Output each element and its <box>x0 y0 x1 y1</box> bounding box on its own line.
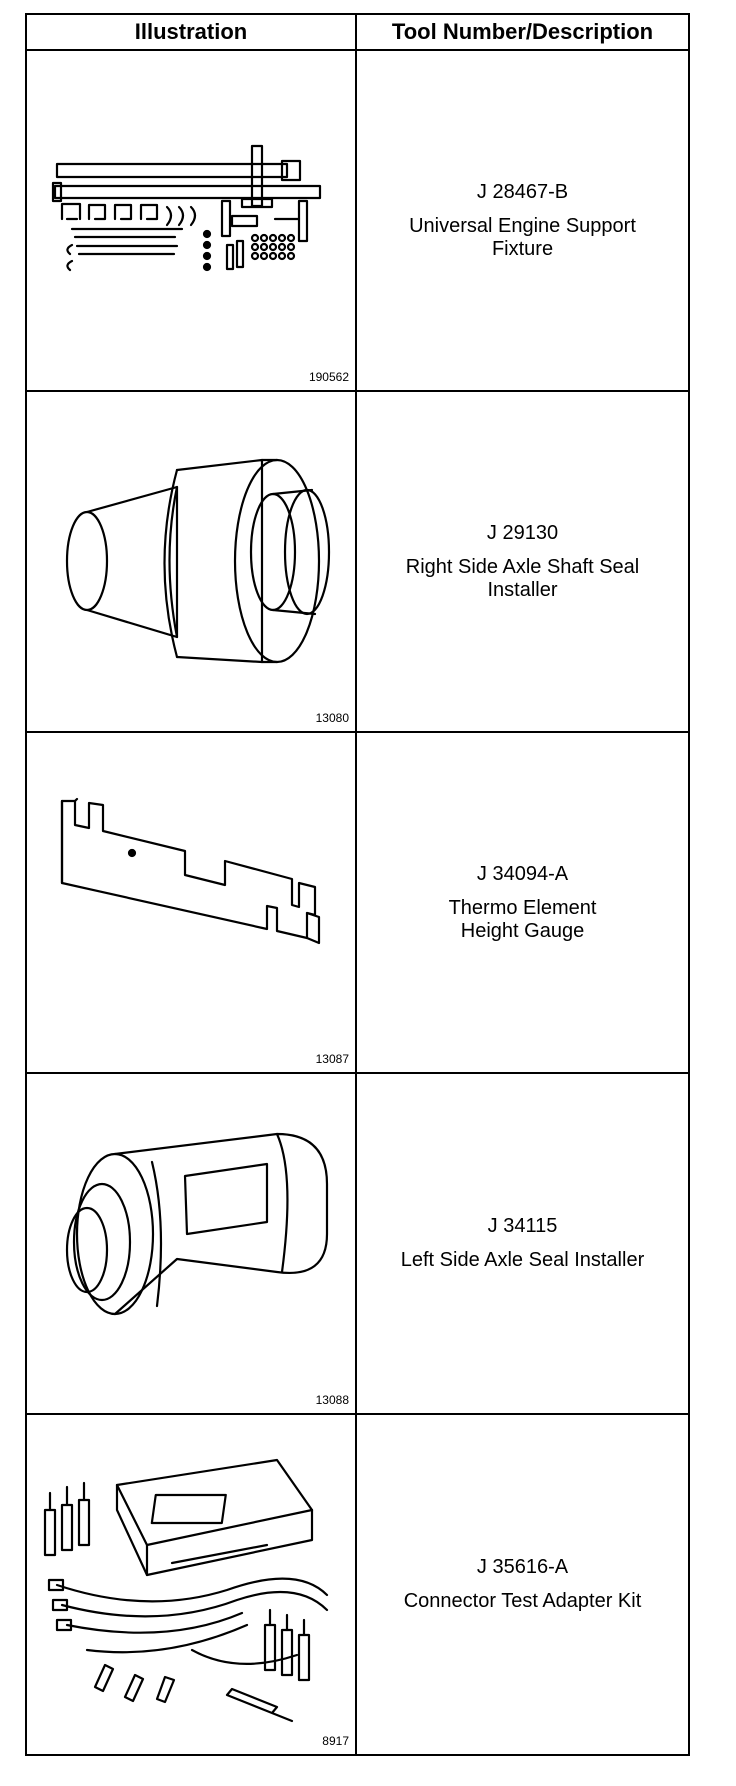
figure-number: 190562 <box>308 370 349 384</box>
figure-number: 13088 <box>315 1393 349 1407</box>
connector-test-adapter-kit-illustration <box>43 1458 329 1723</box>
header-tool-number-description: Tool Number/Description <box>355 13 690 51</box>
tool-description-line: Height Gauge <box>460 919 585 942</box>
engine-support-fixture-illustration <box>51 144 322 272</box>
tool-description-cell: J 35616-A Connector Test Adapter Kit <box>355 1413 690 1756</box>
tool-description-line: Installer <box>487 578 558 601</box>
tool-description-line: Universal Engine Support <box>409 214 636 237</box>
header-illustration: Illustration <box>25 13 357 51</box>
illustration-cell: 13087 <box>25 731 357 1074</box>
tool-description-line: Fixture <box>491 237 554 260</box>
tool-number: J 34115 <box>487 1215 558 1237</box>
tool-description-cell: J 34094-A Thermo Element Height Gauge <box>355 731 690 1074</box>
illustration-cell: 13088 <box>25 1072 357 1415</box>
figure-number: 13080 <box>315 711 349 725</box>
tool-description-line: Right Side Axle Shaft Seal <box>405 555 640 578</box>
tool-description-line: Connector Test Adapter Kit <box>403 1590 642 1612</box>
special-tools-table: Illustration Tool Number/Description <box>25 13 690 1756</box>
left-axle-seal-installer-illustration <box>65 1132 329 1316</box>
header-row: Illustration Tool Number/Description <box>25 13 690 51</box>
tool-description-line: Left Side Axle Seal Installer <box>400 1249 645 1271</box>
tool-description-cell: J 29130 Right Side Axle Shaft Seal Insta… <box>355 390 690 733</box>
table-row: 13088 J 34115 Left Side Axle Seal Instal… <box>25 1072 690 1415</box>
table-row: 8917 J 35616-A Connector Test Adapter Ki… <box>25 1413 690 1756</box>
table-row: 13087 J 34094-A Thermo Element Height Ga… <box>25 731 690 1074</box>
tool-number: J 34094-A <box>476 862 569 885</box>
tool-description-cell: J 28467-B Universal Engine Support Fixtu… <box>355 49 690 392</box>
height-gauge-illustration <box>60 797 321 945</box>
table-row: 13080 J 29130 Right Side Axle Shaft Seal… <box>25 390 690 733</box>
tool-description-line: Thermo Element <box>448 896 597 919</box>
illustration-cell: 13080 <box>25 390 357 733</box>
tool-description-cell: J 34115 Left Side Axle Seal Installer <box>355 1072 690 1415</box>
figure-number: 8917 <box>322 1734 349 1748</box>
tool-number: J 28467-B <box>476 180 569 203</box>
illustration-cell: 8917 <box>25 1413 357 1756</box>
axle-shaft-seal-installer-illustration <box>65 458 331 664</box>
tool-number: J 35616-A <box>476 1556 569 1578</box>
table-row: 190562 J 28467-B Universal Engine Suppor… <box>25 49 690 392</box>
figure-number: 13087 <box>315 1052 349 1066</box>
illustration-cell: 190562 <box>25 49 357 392</box>
tool-number: J 29130 <box>486 521 559 544</box>
